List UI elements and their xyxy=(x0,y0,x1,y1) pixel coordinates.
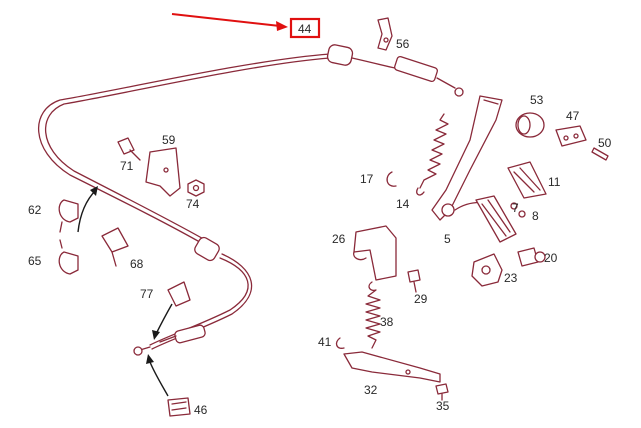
bracket-59 xyxy=(145,147,181,197)
valve-68 xyxy=(101,227,129,267)
bracket-26 xyxy=(353,225,397,281)
clip-17 xyxy=(386,171,397,187)
bracket-56 xyxy=(377,17,393,51)
callout-59[interactable]: 59 xyxy=(162,133,176,147)
callout-62[interactable]: 62 xyxy=(28,203,42,217)
cap-77 xyxy=(167,281,191,307)
callout-8[interactable]: 8 xyxy=(532,209,539,223)
callout-11[interactable]: 11 xyxy=(548,175,561,189)
leader-62-65-arrow xyxy=(90,186,98,196)
clip-65 xyxy=(58,239,79,275)
callout-50[interactable]: 50 xyxy=(598,136,612,150)
callout-47[interactable]: 47 xyxy=(566,109,580,123)
callout-32[interactable]: 32 xyxy=(364,383,378,397)
leader-46-arrow xyxy=(146,354,154,364)
cable-44[interactable] xyxy=(37,44,464,350)
clip-47 xyxy=(555,125,587,147)
leader-62-65 xyxy=(77,189,97,233)
pin-50 xyxy=(591,147,609,161)
cable-end-fitting xyxy=(133,324,206,356)
callout-35[interactable]: 35 xyxy=(436,399,450,413)
highlight-box xyxy=(289,17,321,39)
clip-62 xyxy=(58,199,79,233)
callout-23[interactable]: 23 xyxy=(504,271,518,285)
callout-14[interactable]: 14 xyxy=(396,197,410,211)
pad-7 xyxy=(475,195,526,243)
callout-5[interactable]: 5 xyxy=(444,232,451,246)
callout-7[interactable]: 7 xyxy=(512,201,519,215)
callout-17[interactable]: 17 xyxy=(360,172,374,186)
pad-11 xyxy=(507,161,547,199)
callout-53[interactable]: 53 xyxy=(530,93,544,107)
bump-53 xyxy=(515,112,545,138)
callout-44[interactable]: 44 xyxy=(298,22,312,36)
screw-29 xyxy=(407,269,421,293)
callout-26[interactable]: 26 xyxy=(332,232,346,246)
callout-74[interactable]: 74 xyxy=(186,197,200,211)
clip-41 xyxy=(335,337,345,349)
callout-41[interactable]: 41 xyxy=(318,335,332,349)
callout-68[interactable]: 68 xyxy=(130,257,144,271)
callout-71[interactable]: 71 xyxy=(120,159,134,173)
callout-77[interactable]: 77 xyxy=(140,287,154,301)
callout-20[interactable]: 20 xyxy=(544,251,558,265)
leader-46 xyxy=(149,361,169,397)
leader-77-arrow xyxy=(152,330,160,340)
callout-65[interactable]: 65 xyxy=(28,254,42,268)
stop-20 xyxy=(517,247,546,267)
bracket-32 xyxy=(343,351,441,383)
connector-46 xyxy=(167,397,191,417)
callout-38[interactable]: 38 xyxy=(380,315,394,329)
leader-77 xyxy=(155,303,173,335)
callout-46[interactable]: 46 xyxy=(194,403,208,417)
spring-38 xyxy=(365,281,381,349)
callout-56[interactable]: 56 xyxy=(396,37,410,51)
screw-35 xyxy=(435,383,449,401)
screw-71 xyxy=(117,137,141,161)
spring-14 xyxy=(416,113,449,196)
switch-23 xyxy=(471,253,503,287)
nut-74 xyxy=(187,179,205,197)
callout-29[interactable]: 29 xyxy=(414,292,428,306)
highlight-arrow xyxy=(171,13,288,31)
